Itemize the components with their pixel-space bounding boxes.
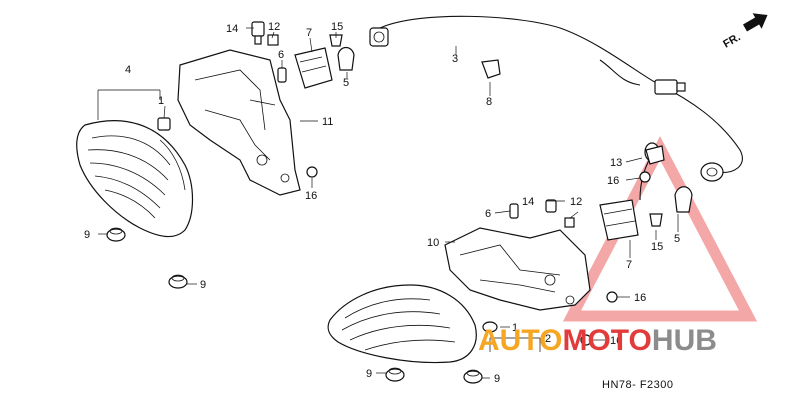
callout-14-upper: 14 — [226, 23, 238, 35]
nut-lower-12 — [564, 217, 575, 228]
grommet-lower-right — [463, 369, 483, 384]
bolt-lower-16b — [606, 291, 618, 303]
bolt-upper-16 — [306, 166, 318, 178]
callout-8: 8 — [486, 96, 492, 108]
callout-6-upper: 6 — [278, 49, 284, 61]
bolt-lower-16a — [639, 171, 651, 183]
watermark-logo: AUTOMOTOHUB — [478, 324, 717, 357]
lens-clip-lower — [482, 321, 498, 333]
callout-12-lower: 12 — [570, 196, 582, 208]
callout-7-upper: 7 — [306, 27, 312, 39]
callout-9-lower-right: 9 — [494, 373, 500, 385]
grommet-upper-bottom — [168, 274, 188, 289]
clip-lower-13 — [645, 145, 665, 165]
bracket-lower — [444, 227, 591, 311]
callout-16-upper: 16 — [305, 190, 317, 202]
screw-upper-14 — [251, 21, 265, 45]
leader-lines — [97, 27, 679, 379]
callout-16-lower-c: 16 — [610, 335, 622, 347]
nut-upper-12 — [267, 34, 279, 46]
clip-upper-8 — [481, 59, 501, 79]
headlight-lens-upper — [76, 120, 194, 238]
wire-harness — [379, 15, 743, 174]
callout-5-lower: 5 — [674, 233, 680, 245]
screw-lower-15 — [649, 213, 663, 227]
collar-upper-6 — [277, 67, 287, 83]
callout-14-lower: 14 — [522, 196, 534, 208]
grommet-upper-left — [106, 227, 126, 242]
grommet-lower-left — [385, 367, 405, 382]
front-direction-arrow — [743, 13, 768, 32]
callout-16-lower-a: 16 — [607, 175, 619, 187]
callout-9-upper-bottom: 9 — [200, 279, 206, 291]
watermark-brand-hub: HUB — [652, 324, 717, 357]
callout-9-lower-left: 9 — [366, 368, 372, 380]
wire-harness-branch — [599, 59, 641, 86]
callout-2: 2 — [545, 333, 551, 345]
callout-13: 13 — [610, 157, 622, 169]
callout-11: 11 — [322, 116, 333, 128]
harness-connector-right — [654, 79, 686, 95]
callout-12-upper: 12 — [268, 21, 280, 33]
callout-7-lower: 7 — [626, 259, 632, 271]
callout-5-upper: 5 — [343, 77, 349, 89]
screw-upper-15 — [329, 34, 343, 47]
callout-6-lower: 6 — [485, 208, 491, 220]
callout-3: 3 — [452, 53, 458, 65]
watermark-brand-moto: MOTO — [562, 324, 651, 357]
callout-4: 4 — [125, 64, 131, 76]
headlight-lens-lower — [327, 284, 477, 364]
bulb-upper — [337, 46, 355, 71]
collar-lower-6 — [509, 203, 519, 219]
screw-lower-14 — [545, 199, 557, 213]
bulb-lower — [674, 186, 693, 213]
harness-connector-top — [369, 27, 389, 47]
callout-15-lower: 15 — [651, 241, 663, 253]
front-direction-label: FR. — [721, 31, 742, 50]
watermark-brand-auto: AUTO — [478, 324, 562, 357]
callout-9-upper-left: 9 — [84, 229, 90, 241]
bulb-socket-lower — [599, 199, 639, 241]
callout-1-lower: 1 — [512, 322, 518, 334]
harness-socket-right — [700, 162, 724, 182]
callout-15-upper: 15 — [331, 21, 343, 33]
bracket-upper — [177, 49, 301, 196]
callout-10: 10 — [427, 237, 439, 249]
callout-1-upper: 1 — [158, 95, 164, 107]
diagram-reference-code: HN78- F2300 — [602, 379, 674, 391]
bulb-socket-upper — [294, 47, 333, 89]
callout-16-lower-b: 16 — [634, 292, 646, 304]
lens-clip-upper — [157, 117, 171, 131]
